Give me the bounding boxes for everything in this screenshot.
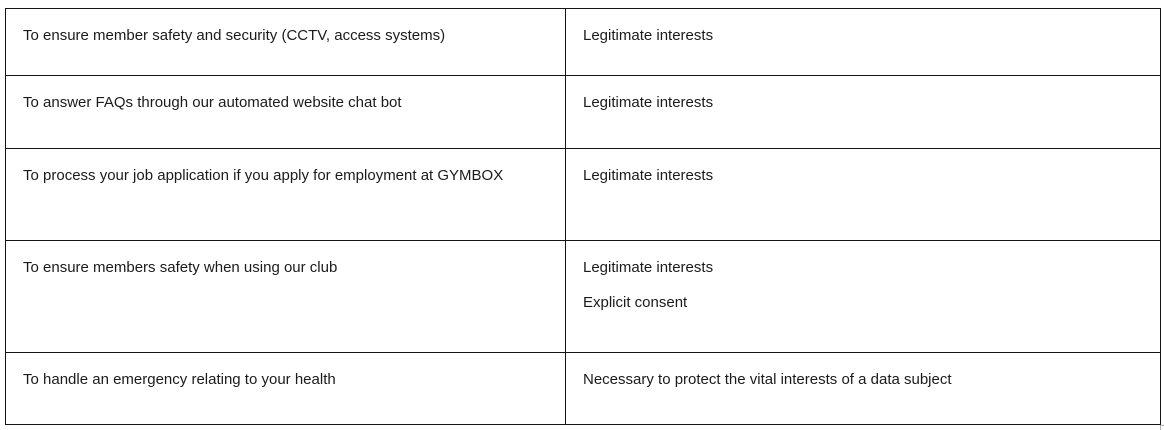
purpose-text: To answer FAQs through our automated web… [23, 94, 402, 111]
basis-cell: Legitimate interests [565, 8, 1161, 76]
purpose-cell: To handle an emergency relating to your … [5, 352, 566, 425]
basis-text: Legitimate interests [583, 259, 714, 276]
purpose-text: To ensure members safety when using our … [23, 259, 338, 276]
table-row: To ensure member safety and security (CC… [5, 8, 1161, 76]
purpose-text: To process your job application if you a… [23, 167, 504, 184]
purpose-cell: To answer FAQs through our automated web… [5, 75, 566, 149]
basis-text: Necessary to protect the vital interests… [583, 371, 952, 388]
basis-text: Legitimate interests [583, 94, 714, 111]
purpose-text: To handle an emergency relating to your … [23, 371, 336, 388]
basis-cell: Necessary to protect the vital interests… [565, 352, 1161, 425]
basis-text: Explicit consent [583, 294, 688, 311]
lawful-basis-table: To ensure member safety and security (CC… [5, 8, 1161, 425]
basis-text: Legitimate interests [583, 167, 714, 184]
table-row: To answer FAQs through our automated web… [5, 75, 1161, 149]
basis-cell: Legitimate interests [565, 148, 1161, 241]
table-corner-artifact [1160, 425, 1164, 430]
purpose-text: To ensure member safety and security (CC… [23, 27, 446, 44]
basis-cell: Legitimate interests [565, 75, 1161, 149]
purpose-cell: To ensure member safety and security (CC… [5, 8, 566, 76]
table-row: To process your job application if you a… [5, 148, 1161, 241]
table-row: To handle an emergency relating to your … [5, 352, 1161, 425]
purpose-cell: To ensure members safety when using our … [5, 240, 566, 353]
basis-text: Legitimate interests [583, 27, 714, 44]
basis-cell: Legitimate interests Explicit consent [565, 240, 1161, 353]
purpose-cell: To process your job application if you a… [5, 148, 566, 241]
table-row: To ensure members safety when using our … [5, 240, 1161, 353]
